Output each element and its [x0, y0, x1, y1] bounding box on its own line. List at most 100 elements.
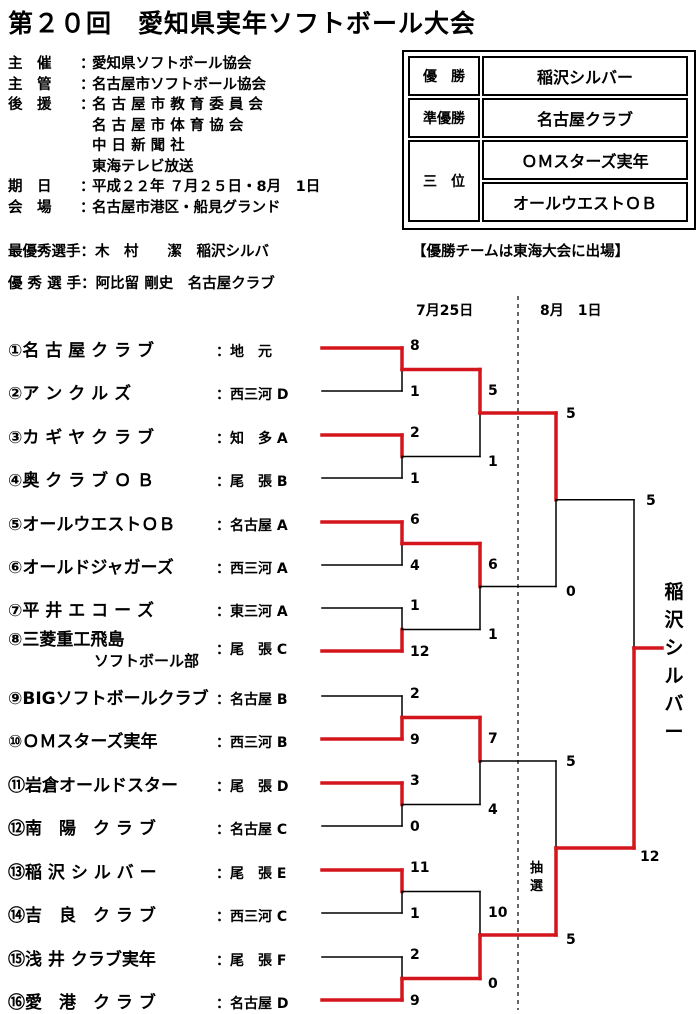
score-round2: 5 [488, 382, 498, 399]
third-label: 三 位 [408, 140, 480, 222]
score-round1: 0 [410, 819, 420, 835]
score-round2: 6 [488, 556, 498, 573]
team-row: ⑤オールウエストＯＢ ：名古屋 A [8, 510, 288, 535]
team-name: ⑨BIGソフトボールクラブ [8, 689, 209, 709]
score-round1: 12 [410, 644, 430, 660]
team-name: ⑤オールウエストＯＢ [8, 515, 176, 535]
date-day2: 8月 1日 [540, 303, 602, 319]
info-value: 名 古 屋 市 体 育 協 会 [92, 117, 244, 134]
score-round1: 1 [410, 598, 420, 614]
score-round1: 1 [410, 906, 420, 922]
winner-team: 稲沢シルバー [482, 56, 688, 96]
team-prefecture: ：西三河 A [216, 561, 288, 577]
team-name: ⑫南 陽 ク ラ ブ [8, 819, 156, 839]
draw-label: 抽選 [530, 861, 544, 894]
team-prefecture: ：尾 張 C [216, 642, 288, 658]
winner-label: 優 勝 [408, 56, 480, 96]
team-prefecture: ：名古屋 A [216, 518, 288, 534]
team-prefecture: ：西三河 D [216, 387, 289, 403]
third-team-2: オールウエストＯＢ [482, 182, 688, 222]
info-value: 中 日 新 聞 社 [92, 138, 185, 154]
score-round1: 11 [410, 860, 430, 876]
score-round1: 3 [410, 773, 420, 789]
score-round1: 2 [410, 947, 420, 963]
team-row: ⑭吉 良 ク ラ ブ ：西三河 C [8, 901, 287, 926]
score-round3: 5 [566, 932, 576, 948]
date-day1: 7月25日 [416, 303, 474, 319]
team-prefecture: ：名古屋 C [216, 822, 288, 838]
score-round2: 0 [488, 975, 498, 992]
team-name: ⑭吉 良 ク ラ ブ [8, 906, 156, 926]
score-round2: 1 [488, 626, 498, 643]
team-row: ⑬稲 沢 シ ル バ ー ：尾 張 E [8, 858, 286, 883]
team-prefecture: ：知 多 A [216, 431, 288, 447]
team-row: ④奥 ク ラ ブ Ｏ Ｂ ：尾 張 B [8, 466, 288, 491]
team-prefecture: ：尾 張 E [216, 866, 287, 882]
team-row: ⑧三菱重工飛島ソフトボール部 ：尾 張 C [8, 625, 287, 671]
score-final: 12 [640, 849, 660, 865]
team-name: ⑧三菱重工飛島ソフトボール部 [8, 630, 200, 670]
info-value: 愛知県ソフトボール協会 [92, 56, 252, 72]
team-row: ⑪岩倉オールドスター ：尾 張 D [8, 771, 289, 796]
info-row: 後 援：名 古 屋 市 教 育 委 員 会 [8, 93, 263, 114]
score-round1: 4 [410, 558, 420, 574]
excellent-value: 阿比留 剛史 名古屋クラブ [95, 276, 275, 292]
info-row: 名 古 屋 市 体 育 協 会 [8, 114, 243, 135]
champion-vertical: 稲沢シルバー [664, 581, 684, 743]
team-name: ⑪岩倉オールドスター [8, 776, 178, 796]
team-name: ⑮浅 井 クラブ実年 [8, 950, 156, 970]
team-prefecture: ：西三河 C [216, 909, 288, 925]
team-name: ③カ ギ ヤ ク ラ ブ [8, 428, 154, 448]
results-table: 優 勝 稲沢シルバー 準優勝 名古屋クラブ 三 位 ＯＭスターズ実年 オールウエ… [402, 50, 696, 230]
score-round2: 10 [488, 904, 508, 921]
team-name: ⑯愛 港 ク ラ ブ [8, 993, 156, 1013]
team-row: ⑦平 井 エ コ ー ズ：東三河 A [8, 596, 288, 621]
team-prefecture: ：西三河 B [216, 735, 288, 751]
team-prefecture: ：尾 張 B [216, 474, 288, 490]
team-row: ①名 古 屋 ク ラ ブ：地 元 [8, 336, 272, 361]
score-round1: 1 [410, 471, 420, 487]
score-round1: 2 [410, 686, 420, 702]
info-value: 名古屋市港区・船見グランド [92, 199, 281, 216]
note: 【優勝チームは東海大会に出場】 [412, 244, 630, 260]
team-prefecture: ：東三河 A [216, 604, 288, 620]
mvp-label: 最優秀選手 [8, 244, 81, 260]
team-row: ③カ ギ ヤ ク ラ ブ ：知 多 A [8, 423, 288, 448]
info-row: 東海テレビ放送 [8, 155, 194, 176]
team-name: ⑬稲 沢 シ ル バ ー [8, 863, 157, 883]
mvp-value: 木 村 潔 稲沢シルバ [95, 244, 269, 260]
score-round2: 7 [488, 730, 498, 747]
info-value: 平成２２年 ７月２５日・8月 1日 [92, 179, 321, 195]
info-value: 名古屋市ソフトボール協会 [92, 76, 266, 93]
info-value: 名 古 屋 市 教 育 委 員 会 [92, 97, 263, 113]
team-row: ⑫南 陽 ク ラ ブ ：名古屋 C [8, 814, 287, 839]
score-round1: 9 [410, 732, 420, 748]
score-round2: 4 [488, 801, 498, 818]
team-row: ⑩ＯＭスターズ実年 ：西三河 B [8, 727, 288, 752]
info-label: 後 援 [8, 97, 52, 113]
score-round1: 8 [410, 338, 420, 354]
info-row: 中 日 新 聞 社 [8, 134, 185, 155]
score-round2: 1 [488, 453, 498, 470]
score-final: 5 [646, 492, 656, 509]
team-name: ⑩ＯＭスターズ実年 [8, 732, 158, 752]
team-name: ⑥オールドジャガーズ [8, 558, 174, 578]
score-round3: 5 [566, 754, 576, 770]
info-row: 期 日：平成２２年 ７月２５日・8月 1日 [8, 175, 320, 196]
runner-label: 準優勝 [408, 98, 480, 138]
info-value: 東海テレビ放送 [92, 158, 194, 175]
team-prefecture: ：尾 張 F [216, 953, 287, 969]
team-row: ②ア ン ク ル ズ：西三河 D [8, 379, 289, 404]
team-row: ⑯愛 港 ク ラ ブ：名古屋 D [8, 988, 289, 1013]
info-label: 主 催 [8, 56, 52, 72]
score-round1: 1 [410, 384, 420, 400]
team-name: ④奥 ク ラ ブ Ｏ Ｂ [8, 471, 154, 491]
team-prefecture: ：尾 張 D [216, 779, 289, 795]
team-row: ⑨BIGソフトボールクラブ：名古屋 B [8, 684, 288, 709]
score-round1: 2 [410, 425, 420, 441]
third-team-1: ＯＭスターズ実年 [482, 140, 688, 180]
page-title: 第２０回 愛知県実年ソフトボール大会 [8, 9, 477, 38]
info-label: 主 管 [8, 76, 52, 93]
score-round3: 0 [566, 583, 576, 600]
